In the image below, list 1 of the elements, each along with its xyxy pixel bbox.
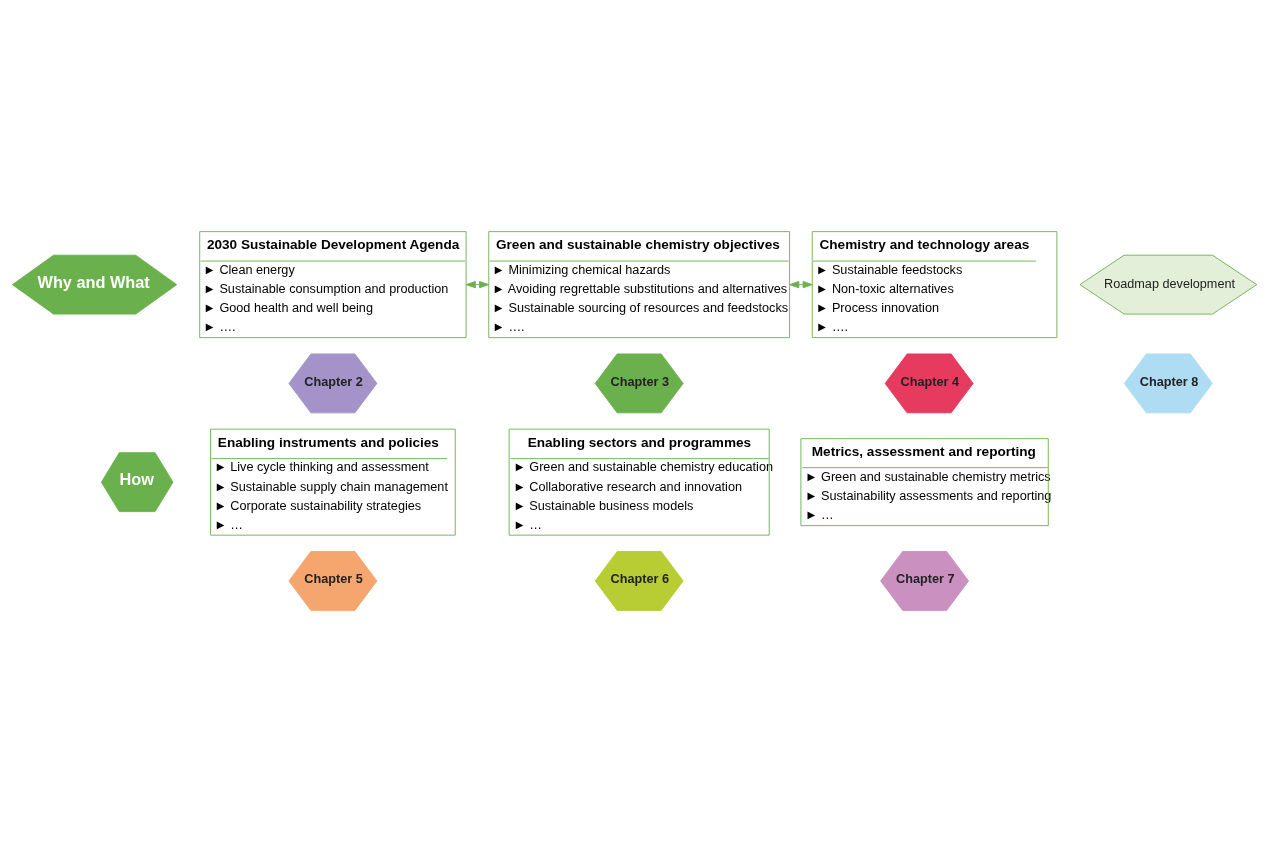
arrow — [465, 280, 490, 288]
